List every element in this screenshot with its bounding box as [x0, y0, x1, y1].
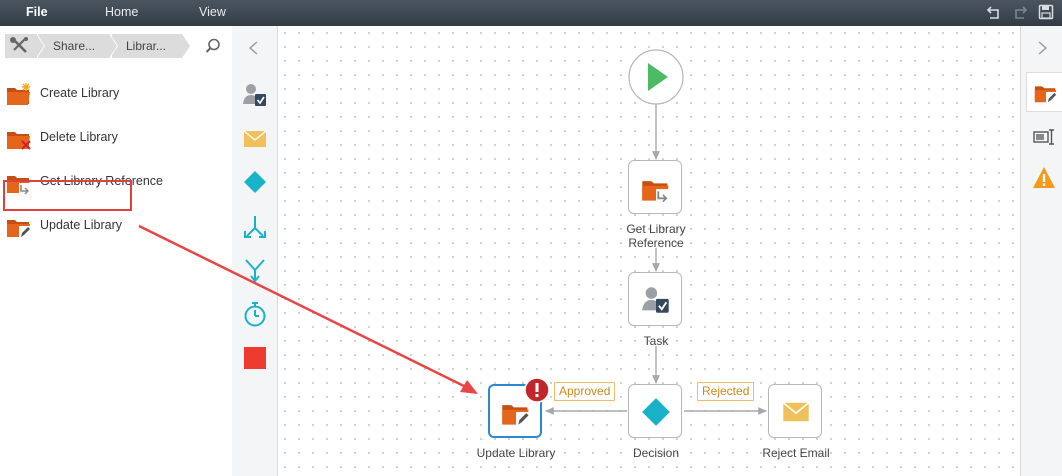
- input-field-icon[interactable]: [1032, 125, 1056, 149]
- node-label-get-library-reference: Get Library Reference: [626, 222, 686, 250]
- connectors: [545, 102, 767, 415]
- node-label-task: Task: [643, 334, 669, 348]
- delete-library-icon: [5, 124, 33, 152]
- node-task[interactable]: [628, 272, 682, 326]
- breadcrumb-item-sharepoint[interactable]: Share...: [38, 34, 110, 58]
- decision-tool-icon[interactable]: [242, 169, 268, 195]
- update-library-icon: [5, 212, 33, 240]
- email-tool-icon[interactable]: [242, 126, 268, 152]
- panel-tab-update-library[interactable]: [1026, 72, 1062, 112]
- toolbox-item-create-library[interactable]: Create Library: [0, 76, 232, 112]
- redo-icon[interactable]: [1011, 3, 1029, 21]
- toolbox-item-label: Delete Library: [40, 130, 118, 144]
- menu-home[interactable]: Home: [105, 5, 139, 19]
- task-icon: [642, 287, 669, 313]
- error-badge-icon[interactable]: [524, 377, 550, 403]
- node-reject-email[interactable]: [768, 384, 822, 438]
- toolbox-item-delete-library[interactable]: Delete Library: [0, 120, 232, 156]
- node-decision[interactable]: [628, 384, 682, 438]
- approved-badge[interactable]: Approved: [554, 382, 616, 401]
- timer-tool-icon[interactable]: [242, 301, 268, 327]
- stop-tool-icon[interactable]: [243, 346, 267, 370]
- top-menu-bar: File Home View: [0, 0, 1062, 26]
- rejected-badge[interactable]: Rejected: [697, 382, 755, 401]
- update-library-highlight: [3, 180, 132, 211]
- toolbox-item-label: Create Library: [40, 86, 120, 100]
- save-icon[interactable]: [1037, 3, 1055, 21]
- node-label-update-library: Update Library: [476, 446, 556, 460]
- breadcrumb-item-library[interactable]: Librar...: [112, 34, 182, 58]
- play-icon: [628, 49, 684, 105]
- node-get-library-reference[interactable]: [628, 160, 682, 214]
- properties-panel: [1020, 26, 1062, 476]
- node-label-reject-email: Reject Email: [762, 446, 830, 460]
- node-label-decision: Decision: [632, 446, 680, 460]
- update-library-icon: [1034, 86, 1058, 104]
- create-library-icon: [5, 80, 33, 108]
- start-node[interactable]: [628, 49, 684, 105]
- shape-palette: [232, 26, 278, 476]
- tools-icon: [10, 37, 28, 53]
- toolbox-item-label: Update Library: [40, 218, 122, 232]
- get-library-reference-icon: [642, 181, 669, 203]
- parallel-split-tool-icon[interactable]: [242, 214, 268, 240]
- breadcrumb-separators: [36, 34, 190, 58]
- undo-icon[interactable]: [985, 3, 1003, 21]
- menu-view[interactable]: View: [199, 5, 226, 19]
- breadcrumb-tools[interactable]: [5, 34, 37, 58]
- warning-icon[interactable]: [1032, 166, 1056, 190]
- search-icon[interactable]: [204, 37, 222, 55]
- decision-icon: [642, 398, 670, 426]
- collapse-left-icon[interactable]: [246, 40, 262, 56]
- menu-file[interactable]: File: [26, 5, 48, 19]
- update-library-icon: [502, 405, 530, 426]
- collapse-right-icon[interactable]: [1034, 40, 1050, 56]
- merge-tool-icon[interactable]: [242, 257, 268, 283]
- breadcrumb: Share... Librar...: [0, 34, 232, 60]
- task-tool-icon[interactable]: [242, 82, 268, 108]
- email-icon: [782, 402, 810, 422]
- toolbox-item-update-library[interactable]: Update Library: [0, 208, 232, 244]
